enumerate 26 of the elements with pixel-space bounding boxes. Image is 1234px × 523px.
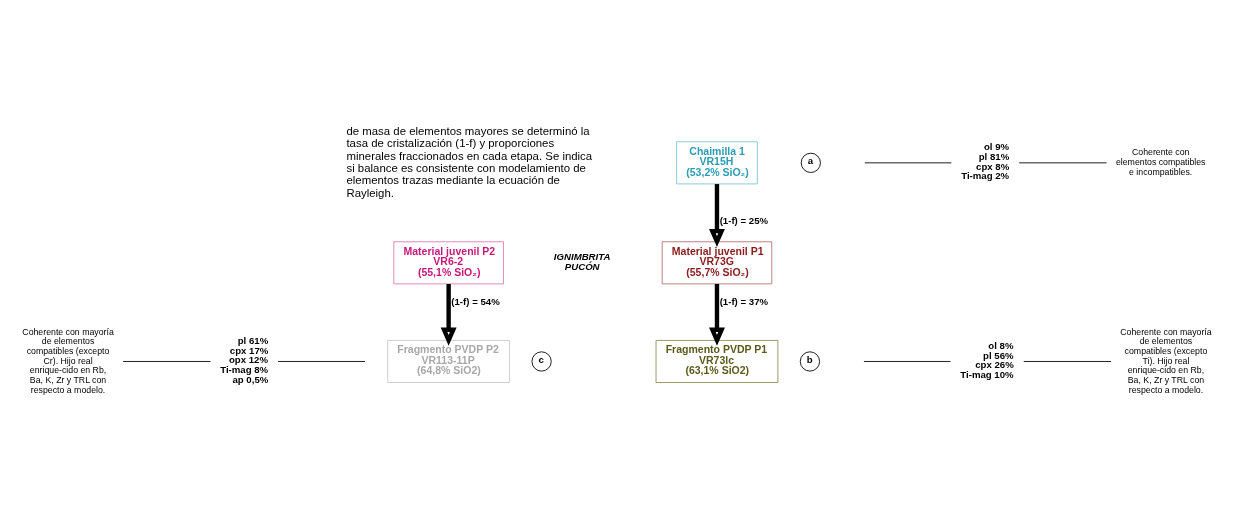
node-circle: c [531,351,552,372]
arrow [440,284,457,346]
node-text: pl 61% cpx 17% opx 12% Ti-mag 8% ap 0,5% [220,335,269,385]
label: de masa de elementos mayores se determinó la tasa de cristalización (1-f) y proporciones minerales fraccionados en cada etapa. Se indica si balance es consistente con modelamiento de elementos trazas mediante la ecuación de Rayleigh. [346,125,593,199]
connector [1023,361,1112,362]
node-text: Coherente con elementos compatibles e incompatibles. [1115,147,1206,177]
arrow [709,184,725,248]
label: IGNIMBRITA PUCÓN [553,251,611,272]
node-circle: a [800,152,821,173]
node-text: Coherente con mayoría de elementos compatibles (excepto Cr). Hijo real enrique-cido en Rb, Ba, K, Zr y TRL con respecto a modelo. [22,326,114,395]
arrow [709,284,725,346]
node-box: Fragmento PVDP P1 VR73lc (63,1% SiO2) [655,340,779,383]
connector [122,361,211,362]
edge-label: (1-f) = 54% [451,295,500,307]
node-text: Coherente con mayoría de elementos compatibles (excepto Ti). Hijo real enrique-cido en Rb, Ba, K, Zr y TRL con respecto a modelo. [1120,326,1212,395]
node-box: Material juvenil P2 VR6-2 (55,1% SiO₂) [393,241,504,285]
node-text: ol 8% pl 56% cpx 26% Ti-mag 10% [960,340,1014,380]
node-box: Fragmento PVDP P2 VR113-11P (64,8% SiO2) [387,340,510,383]
connector [277,361,366,362]
node-circle: b [799,351,820,372]
edge-label: (1-f) = 25% [719,215,769,227]
node-text: ol 9% pl 81% cpx 8% Ti-mag 2% [961,141,1010,182]
node-box: Chaimilla 1 VR15H (53,2% SiO₂) [676,141,758,185]
connector [863,361,951,362]
node-box: Material juvenil P1 VR73G (55,7% SiO₂) [661,241,773,285]
edge-label: (1-f) = 37% [719,295,769,307]
